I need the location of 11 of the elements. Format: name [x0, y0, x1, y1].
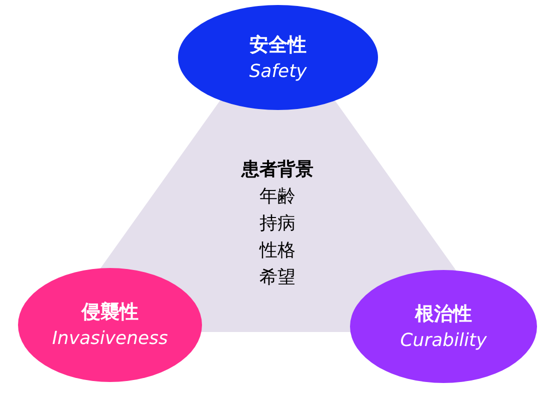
node-title: 根治性: [415, 302, 472, 326]
node-title: 安全性: [250, 32, 306, 58]
node-subtitle: Curability: [400, 328, 487, 352]
node-subtitle: Invasiveness: [52, 327, 168, 351]
list-item: 希望: [260, 266, 296, 290]
list-item: 性格: [260, 239, 296, 263]
list-item: 年齢: [260, 185, 296, 209]
node-title: 侵襲性: [82, 300, 138, 325]
node-subtitle: Safety: [249, 60, 307, 84]
list-item: 持病: [260, 212, 296, 236]
heading: 患者背景: [242, 158, 314, 182]
